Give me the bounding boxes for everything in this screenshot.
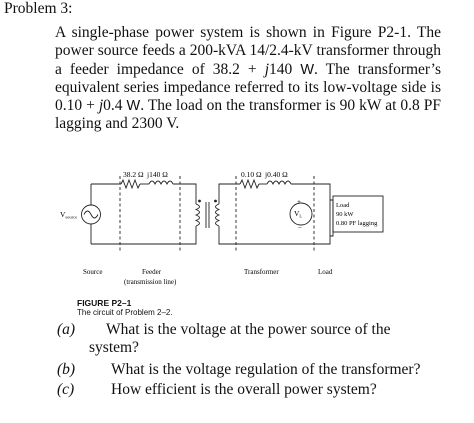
feeder-inductor: [148, 180, 174, 186]
question-b-letter: (b): [57, 361, 76, 378]
problem-heading: Problem 3:: [4, 0, 73, 17]
load-plus: +: [297, 198, 301, 206]
transformer-unit: W: [126, 98, 141, 115]
section-source: Source: [83, 268, 102, 276]
feeder-reactance: 140: [269, 60, 301, 78]
figure-label: FIGURE P2–1: [77, 298, 132, 308]
feeder-r-label: 38.2 Ω: [123, 170, 144, 179]
load-voltage-label: VL: [294, 209, 302, 219]
wire-to-load: [291, 183, 331, 200]
feeder-resistor: [120, 178, 141, 190]
secondary-wire: [218, 183, 331, 245]
circuit-diagram: 38.2 Ω j140 Ω 0.10 Ω j0.40 Ω Vsource + −…: [60, 170, 384, 286]
source-v: V: [60, 210, 66, 219]
xfmr-resistor: [239, 178, 260, 190]
transformer-core: [205, 202, 210, 228]
transformer-j: j: [98, 97, 104, 115]
question-a-continuation: system?: [89, 339, 139, 356]
question-b-text: What is the voltage regulation of the tr…: [111, 361, 421, 378]
load-rect: [332, 195, 384, 233]
top-wire-to-transformer: [173, 183, 197, 204]
feeder-x-label: j140 Ω: [146, 170, 168, 179]
figure-caption: The circuit of Problem 2–2.: [77, 308, 173, 317]
source-sub: source: [65, 215, 77, 220]
statement-part-3: . The load on the transformer is 90 kW a…: [55, 97, 442, 133]
bottom-wire-left: [91, 226, 197, 245]
section-load: Load: [318, 268, 333, 276]
dot-primary: [198, 199, 201, 203]
transformer-reactance: 0.4: [103, 97, 127, 115]
load-box-line-3: 0.80 PF lagging: [336, 220, 378, 227]
load-box-line-1: Load: [336, 202, 350, 209]
question-a-text: What is the voltage at the power source …: [106, 321, 391, 338]
statement-part-2: . The transformer’s equivalent series im…: [55, 60, 441, 115]
source-circle: [81, 204, 101, 225]
question-c-text: How efficient is the overall power syste…: [111, 381, 377, 398]
question-c-letter: (c): [57, 381, 75, 398]
xfmr-inductor: [266, 180, 292, 186]
load-circle: [289, 202, 313, 226]
load-minus: −: [298, 224, 302, 232]
feeder-j: j: [264, 60, 270, 78]
load-v: V: [294, 209, 300, 218]
problem-statement: A single-phase power system is shown in …: [55, 24, 441, 134]
source-voltage-label: Vsource: [60, 210, 77, 220]
feeder-unit: W: [300, 61, 315, 78]
transformer-primary: [194, 203, 200, 227]
dot-secondary: [214, 199, 217, 203]
question-a-letter: (a): [57, 321, 76, 338]
xfmr-x-label: j0.40 Ω: [264, 170, 288, 179]
section-transformer: Transformer: [244, 268, 279, 276]
xfmr-r-label: 0.10 Ω: [241, 170, 262, 179]
source-sine: [83, 210, 99, 219]
load-v-sub: L: [299, 214, 302, 219]
load-box-outline: [329, 199, 334, 237]
load-box-line-2: 90 kW: [336, 211, 354, 218]
section-feeder: Feeder: [142, 268, 162, 276]
transformer-secondary: [215, 203, 221, 227]
section-feeder-sub: (transmission line): [124, 278, 177, 286]
statement-part-1: A single-phase power system is shown in …: [55, 24, 441, 78]
